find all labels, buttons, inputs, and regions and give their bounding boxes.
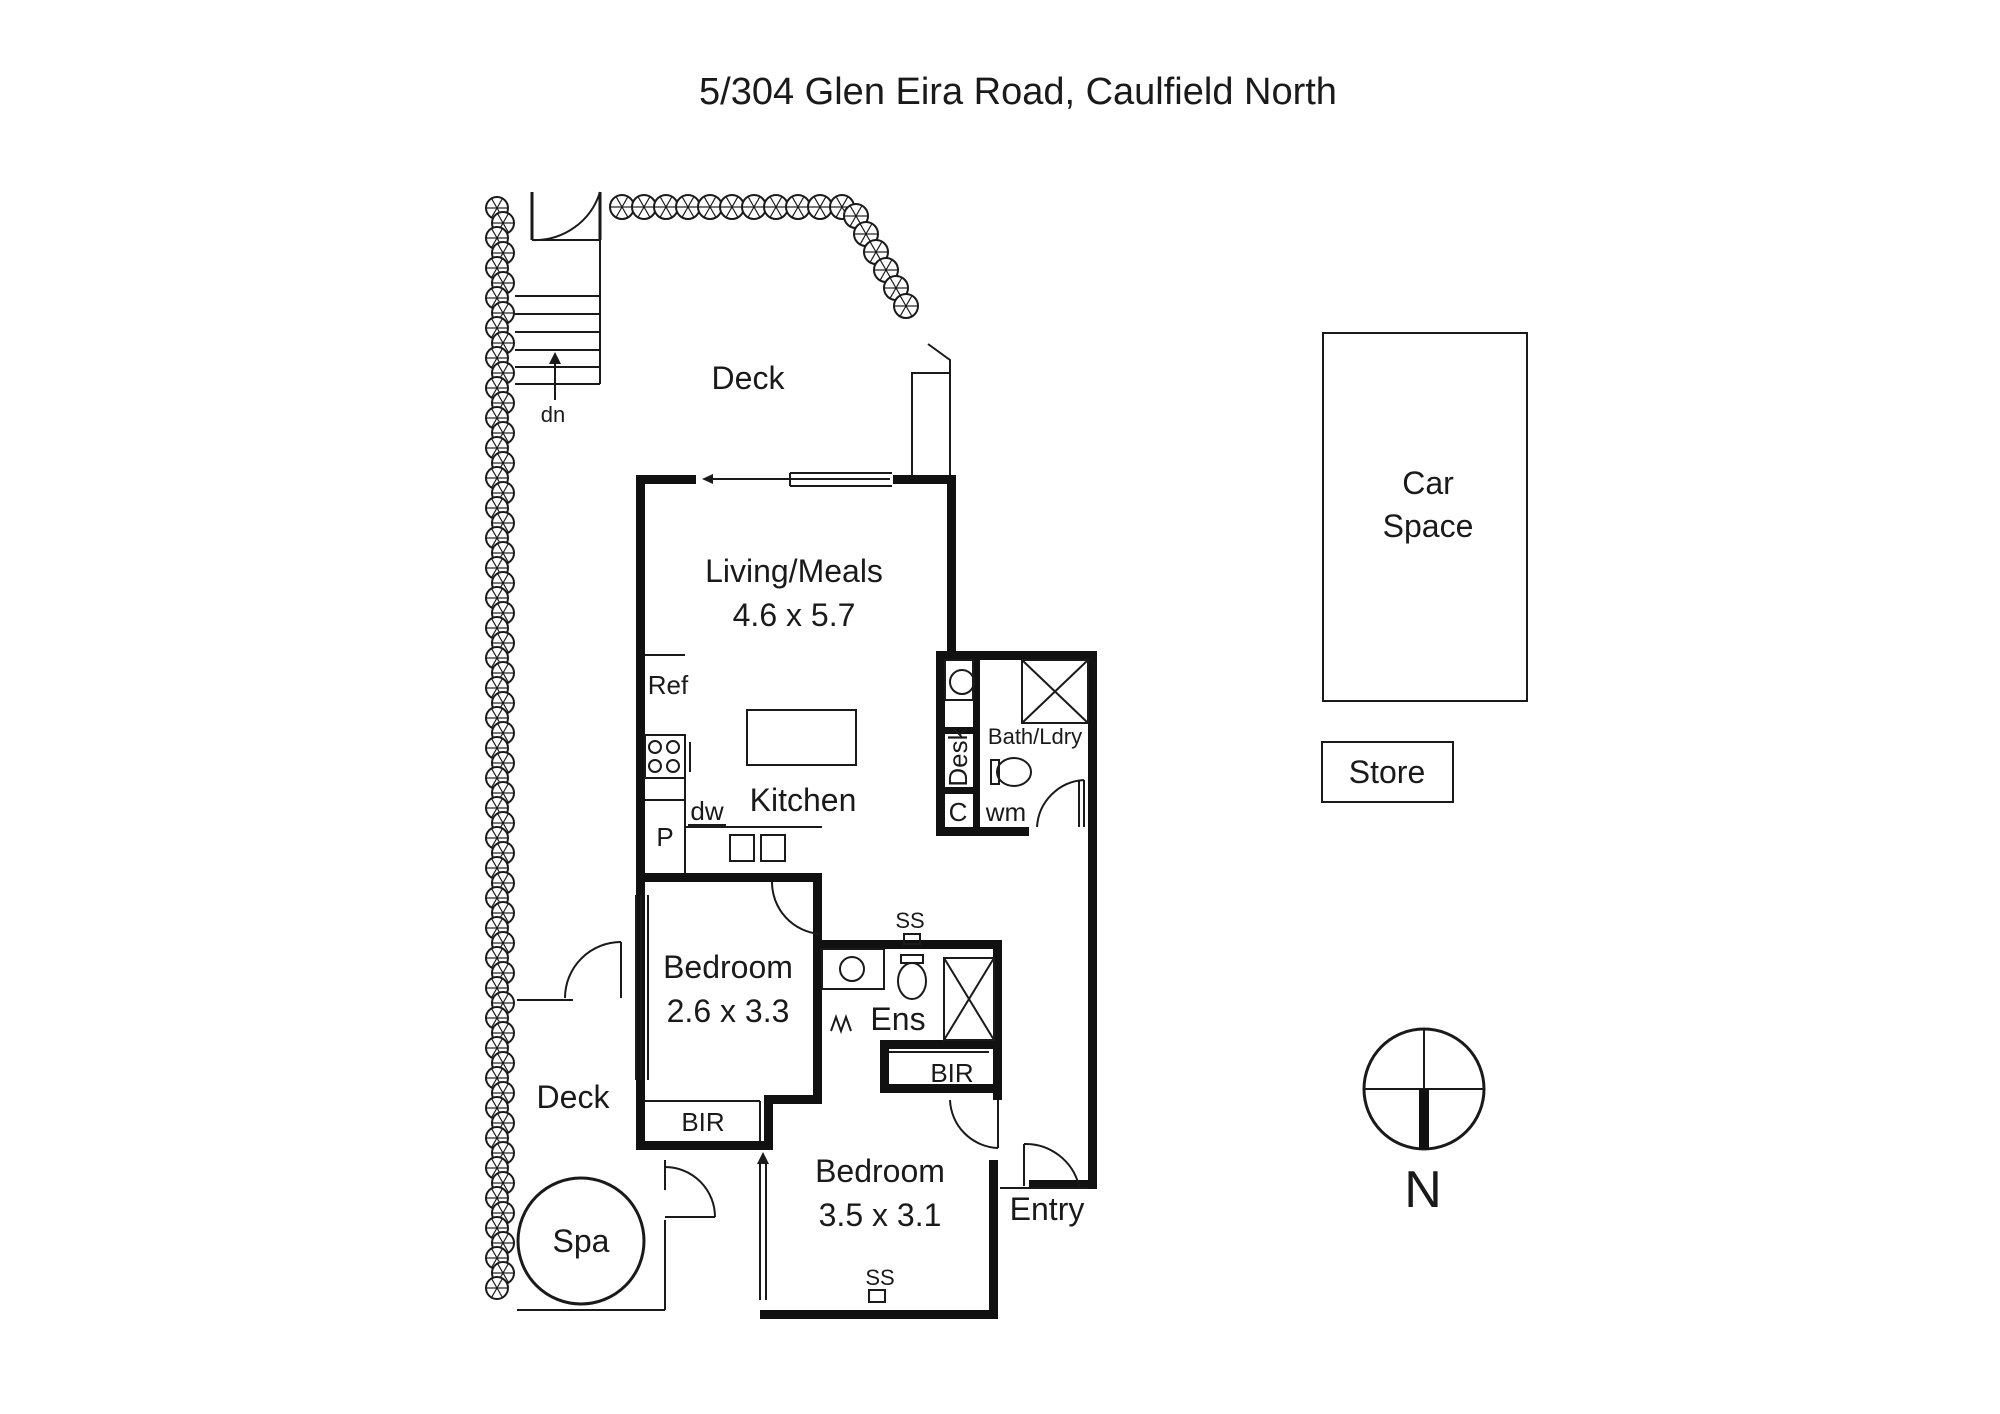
plan-title: 5/304 Glen Eira Road, Caulfield North (699, 71, 1337, 113)
label-ss-ensuite: SS (895, 908, 924, 933)
car-space (1322, 332, 1528, 702)
sink-bowl-icon (760, 834, 786, 862)
label-bedroom2-size: 3.5 x 3.1 (819, 1197, 942, 1233)
label-bir-ensuite: BIR (930, 1058, 973, 1088)
label-car-space-2: Space (1383, 508, 1474, 544)
label-cupboard: C (949, 797, 968, 827)
hedge-diagonal (843, 203, 919, 319)
label-stairs-dn: dn (541, 402, 565, 427)
toilet-icon (897, 962, 927, 1000)
label-pantry: P (656, 822, 673, 852)
basin-icon (949, 669, 975, 695)
label-bath-ldry: Bath/Ldry (988, 724, 1082, 749)
label-bedroom2: Bedroom (815, 1153, 945, 1189)
toilet-icon (996, 757, 1032, 787)
kitchen-fixtures (644, 654, 857, 873)
label-ref: Ref (648, 670, 689, 700)
spa-tub (516, 1176, 646, 1306)
label-store: Store (1349, 754, 1425, 790)
bedroom2-doors (664, 1099, 1088, 1303)
stair-arrow-icon (549, 352, 561, 364)
label-desk: Desk (943, 726, 973, 786)
label-entry: Entry (1010, 1191, 1085, 1227)
upper-stairs (515, 191, 602, 400)
north-compass: N (1362, 1027, 1486, 1219)
label-bir-bedroom1: BIR (681, 1107, 724, 1137)
basin-icon (839, 956, 865, 982)
label-wm: wm (985, 797, 1026, 827)
kitchen-island (746, 709, 857, 766)
sliding-door (702, 472, 892, 487)
label-bedroom1: Bedroom (663, 949, 793, 985)
shower-icon (943, 957, 995, 1041)
cooktop-icon (644, 734, 686, 779)
label-ss-bedroom2: SS (865, 1265, 894, 1290)
label-bedroom1-size: 2.6 x 3.3 (667, 993, 790, 1029)
shower-icon (1021, 659, 1089, 724)
deck-boundary (517, 343, 951, 1311)
label-dishwasher: dw (690, 796, 723, 826)
hedge-top (609, 194, 855, 220)
sink-bowl-icon (729, 834, 755, 862)
label-deck-top: Deck (712, 360, 786, 396)
north-label: N (1404, 1161, 1442, 1219)
label-kitchen: Kitchen (750, 782, 857, 818)
bath-laundry-fixtures (944, 659, 1089, 828)
label-living: Living/Meals (705, 553, 883, 589)
room-labels: Deck dn Living/Meals 4.6 x 5.7 Ref Kitch… (537, 360, 1474, 1290)
label-deck-bottom: Deck (537, 1079, 611, 1115)
bedroom1-doors (564, 881, 852, 1141)
label-spa: Spa (553, 1223, 610, 1259)
store (1321, 741, 1454, 803)
ensuite-fixtures (821, 933, 995, 1053)
label-ensuite: Ens (870, 1001, 925, 1037)
hedge-left (485, 196, 515, 1300)
label-living-size: 4.6 x 5.7 (733, 597, 856, 633)
label-car-space-1: Car (1402, 465, 1454, 501)
